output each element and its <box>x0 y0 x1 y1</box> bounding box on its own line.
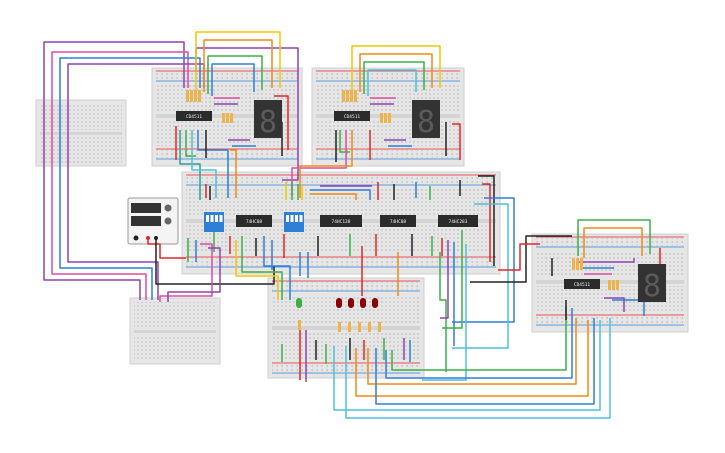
led-green <box>296 298 302 308</box>
chip-74hc138[interactable]: 74HC138 <box>320 215 362 227</box>
chip-label: CD4511 <box>344 114 361 120</box>
led-red-1 <box>336 298 342 308</box>
led-red-4 <box>372 298 378 308</box>
seven-segment-top-right: 8 <box>412 100 440 140</box>
chip-label: 74HC138 <box>332 219 351 225</box>
breadboard-mini-bottom-left[interactable] <box>129 297 221 365</box>
display-digit: 8 <box>417 105 435 140</box>
breadboard-mini-left[interactable] <box>35 99 127 167</box>
power-supply[interactable] <box>127 197 179 245</box>
dip-switch-left[interactable] <box>204 212 224 232</box>
power-switch-icon[interactable] <box>133 235 139 241</box>
chip-cd4511-right[interactable]: CD4511 <box>564 279 600 289</box>
chip-74hc283[interactable]: 74HC283 <box>438 215 478 227</box>
led-red-2 <box>348 298 354 308</box>
display-digit: 8 <box>259 105 277 140</box>
chip-label: 74HC283 <box>449 219 468 225</box>
resistors <box>186 90 619 332</box>
current-knob-icon[interactable] <box>164 217 172 225</box>
display-digit: 8 <box>643 269 661 304</box>
chip-label: CD4511 <box>574 282 591 288</box>
led-red-3 <box>360 298 366 308</box>
seven-segment-top-left: 8 <box>254 100 282 140</box>
chip-cd4511-top-right[interactable]: CD4511 <box>334 111 370 121</box>
chip-74hc08[interactable]: 74HC08 <box>236 215 272 227</box>
chip-label: 74HC08 <box>246 219 263 225</box>
chip-cd4511-top-left[interactable]: CD4511 <box>176 111 212 121</box>
wires <box>43 31 661 419</box>
dip-switch-right[interactable] <box>284 212 304 232</box>
voltage-knob-icon[interactable] <box>164 204 172 212</box>
seven-segment-right: 8 <box>638 264 666 304</box>
chip-label: CD4511 <box>186 114 203 120</box>
chip-label: 74HC08 <box>390 219 407 225</box>
chip-74hc08-2[interactable]: 74HC08 <box>380 215 416 227</box>
